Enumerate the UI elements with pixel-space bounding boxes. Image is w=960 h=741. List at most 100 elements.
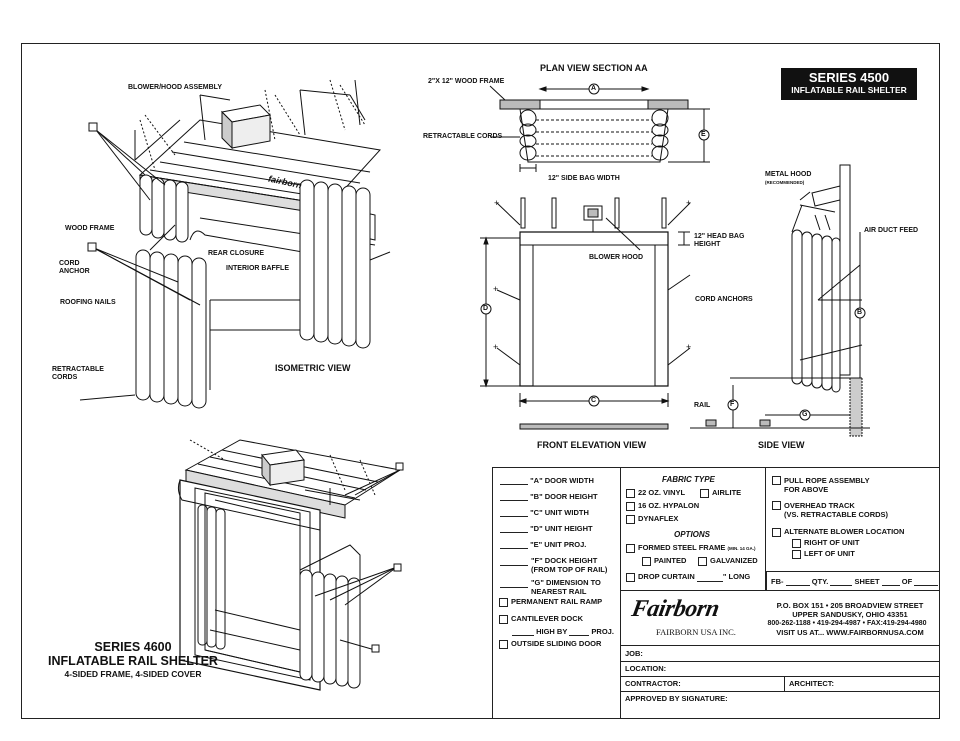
dim-a-marker: A [591, 85, 597, 92]
architect-field[interactable]: ARCHITECT: [789, 679, 834, 688]
drop-curtain-checkbox[interactable] [626, 572, 635, 582]
galvanized-label: GALVANIZED [710, 556, 758, 565]
painted-checkbox[interactable] [642, 556, 651, 566]
galvanized-option[interactable]: GALVANIZED [698, 556, 758, 566]
blower-hood-assembly-label: BLOWER/HOOD ASSEMBLY [128, 84, 222, 91]
dim-b-value[interactable] [500, 500, 528, 501]
dynaflex-label: DYNAFLEX [638, 514, 679, 523]
dim-a-value[interactable] [500, 484, 528, 485]
alternate-blower-checkbox[interactable] [772, 527, 781, 537]
isometric-view-title: ISOMETRIC VIEW [275, 363, 351, 373]
retractable-cords-label: RETRACTABLE CORDS [52, 366, 104, 381]
hypalon-option[interactable]: 16 OZ. HYPALON [626, 501, 699, 511]
dim-d-marker: D [483, 305, 489, 312]
air-duct-feed-label: AIR DUCT FEED [864, 227, 919, 234]
pull-rope-option[interactable]: PULL ROPE ASSEMBLY FOR ABOVE [772, 476, 870, 494]
dim-c-marker: C [591, 397, 597, 404]
dim-d-value[interactable] [500, 532, 528, 533]
drop-curtain-length[interactable] [696, 580, 723, 582]
company-address-1: P.O. BOX 151 • 205 BROADVIEW STREET [776, 601, 924, 610]
dim-row-d: "D" UNIT HEIGHT [500, 524, 618, 540]
of-value[interactable] [914, 585, 939, 586]
company-phones: 800-262-1188 • 419-294-4987 • FAX:419-29… [767, 620, 927, 627]
side-view-drawing [690, 164, 870, 437]
min-gauge-label: (MIN. 14 GA.) [727, 546, 756, 551]
dimension-list: "A" DOOR WIDTH "B" DOOR HEIGHT "C" UNIT … [500, 476, 618, 600]
fb-row [766, 571, 940, 591]
permanent-ramp-checkbox[interactable] [499, 597, 508, 607]
dim-row-g: "G" DIMENSION TO NEAREST RAIL [500, 578, 618, 600]
painted-option[interactable]: PAINTED [642, 556, 686, 566]
proj-value[interactable] [569, 635, 590, 636]
outside-sliding-door-option[interactable]: OUTSIDE SLIDING DOOR [499, 639, 601, 649]
right-of-unit-checkbox[interactable] [792, 538, 801, 548]
wood-frame-plan-label: 2"X 12" WOOD FRAME [428, 78, 505, 85]
airlite-checkbox[interactable] [700, 488, 709, 498]
dim-row-c: "C" UNIT WIDTH [500, 508, 618, 524]
drop-curtain-option[interactable]: DROP CURTAIN " LONG [626, 572, 750, 582]
airlite-option[interactable]: AIRLITE [700, 488, 741, 498]
recommended-label: (RECOMMENDED) [765, 180, 805, 185]
sheet-value[interactable] [881, 585, 900, 586]
left-of-unit-label: LEFT OF UNIT [804, 549, 855, 558]
dim-c-text: "C" UNIT WIDTH [530, 508, 589, 517]
drawing-sheet-border [21, 43, 940, 719]
cantilever-dock-option[interactable]: CANTILEVER DOCK [499, 614, 583, 624]
of-label: OF [901, 577, 913, 586]
hypalon-checkbox[interactable] [626, 501, 635, 511]
dynaflex-option[interactable]: DYNAFLEX [626, 514, 678, 524]
right-of-unit-label: RIGHT OF UNIT [804, 538, 860, 547]
dim-b-marker: B [857, 309, 863, 316]
formed-steel-checkbox[interactable] [626, 543, 635, 553]
right-of-unit-option[interactable]: RIGHT OF UNIT [792, 538, 859, 548]
series-4600-subtitle: INFLATABLE RAIL SHELTER [48, 654, 218, 668]
formed-steel-option[interactable]: FORMED STEEL FRAME (MIN. 14 GA.) [626, 543, 755, 553]
front-elevation-title: FRONT ELEVATION VIEW [537, 440, 647, 450]
left-of-unit-option[interactable]: LEFT OF UNIT [792, 549, 855, 559]
pull-rope-checkbox[interactable] [772, 476, 781, 485]
series-4600-heading: SERIES 4600 [94, 640, 172, 654]
dim-f-marker: F [730, 401, 735, 408]
alternate-blower-option[interactable]: ALTERNATE BLOWER LOCATION [772, 527, 904, 537]
dim-row-a: "A" DOOR WIDTH [500, 476, 618, 492]
dim-a-text: "A" DOOR WIDTH [530, 476, 594, 485]
dynaflex-checkbox[interactable] [626, 514, 635, 524]
dim-f-text: "F" DOCK HEIGHT (FROM TOP OF RAIL) [531, 556, 608, 574]
cord-anchors-label: CORD ANCHORS [695, 296, 753, 303]
dim-f-value[interactable] [500, 556, 528, 566]
job-field[interactable]: JOB: [625, 649, 643, 658]
airlite-label: AIRLITE [712, 488, 742, 497]
cantilever-checkbox[interactable] [499, 614, 508, 624]
plan-view-title: PLAN VIEW SECTION AA [540, 63, 648, 73]
dim-e-value[interactable] [500, 548, 528, 549]
front-elevation-drawing: + + + + + [480, 197, 691, 430]
outside-door-checkbox[interactable] [499, 639, 508, 649]
dim-g-marker: G [802, 411, 808, 418]
galvanized-checkbox[interactable] [698, 556, 707, 566]
dim-g-value[interactable] [500, 578, 528, 588]
dim-e-marker: E [701, 131, 706, 138]
painted-label: PAINTED [654, 556, 687, 565]
approved-signature-field[interactable]: APPROVED BY SIGNATURE: [625, 694, 728, 703]
dim-d-text: "D" UNIT HEIGHT [530, 524, 593, 533]
contractor-field[interactable]: CONTRACTOR: [625, 679, 681, 688]
permanent-rail-ramp-option[interactable]: PERMANENT RAIL RAMP [499, 597, 602, 607]
overhead-track-checkbox[interactable] [772, 501, 781, 510]
qty-value[interactable] [830, 585, 853, 586]
vinyl-option[interactable]: 22 OZ. VINYL [626, 488, 685, 498]
drop-curtain-label: DROP CURTAIN [638, 572, 695, 581]
vinyl-checkbox[interactable] [626, 488, 635, 498]
left-of-unit-checkbox[interactable] [792, 549, 801, 559]
dim-g-text: "G" DIMENSION TO NEAREST RAIL [531, 578, 601, 596]
fairborn-logo-text: Fairborn [629, 596, 721, 622]
series-4500-subtitle: INFLATABLE RAIL SHELTER [791, 85, 907, 95]
location-field[interactable]: LOCATION: [625, 664, 667, 673]
high-value[interactable] [512, 635, 534, 636]
options-heading: OPTIONS [674, 530, 711, 539]
fb-value[interactable] [785, 585, 810, 586]
overhead-track-option[interactable]: OVERHEAD TRACK (VS. RETRACTABLE CORDS) [772, 501, 888, 519]
dim-c-value[interactable] [500, 516, 528, 517]
series-4600-description: 4-SIDED FRAME, 4-SIDED COVER [64, 669, 202, 679]
roofing-nails-label: ROOFING NAILS [60, 299, 116, 306]
